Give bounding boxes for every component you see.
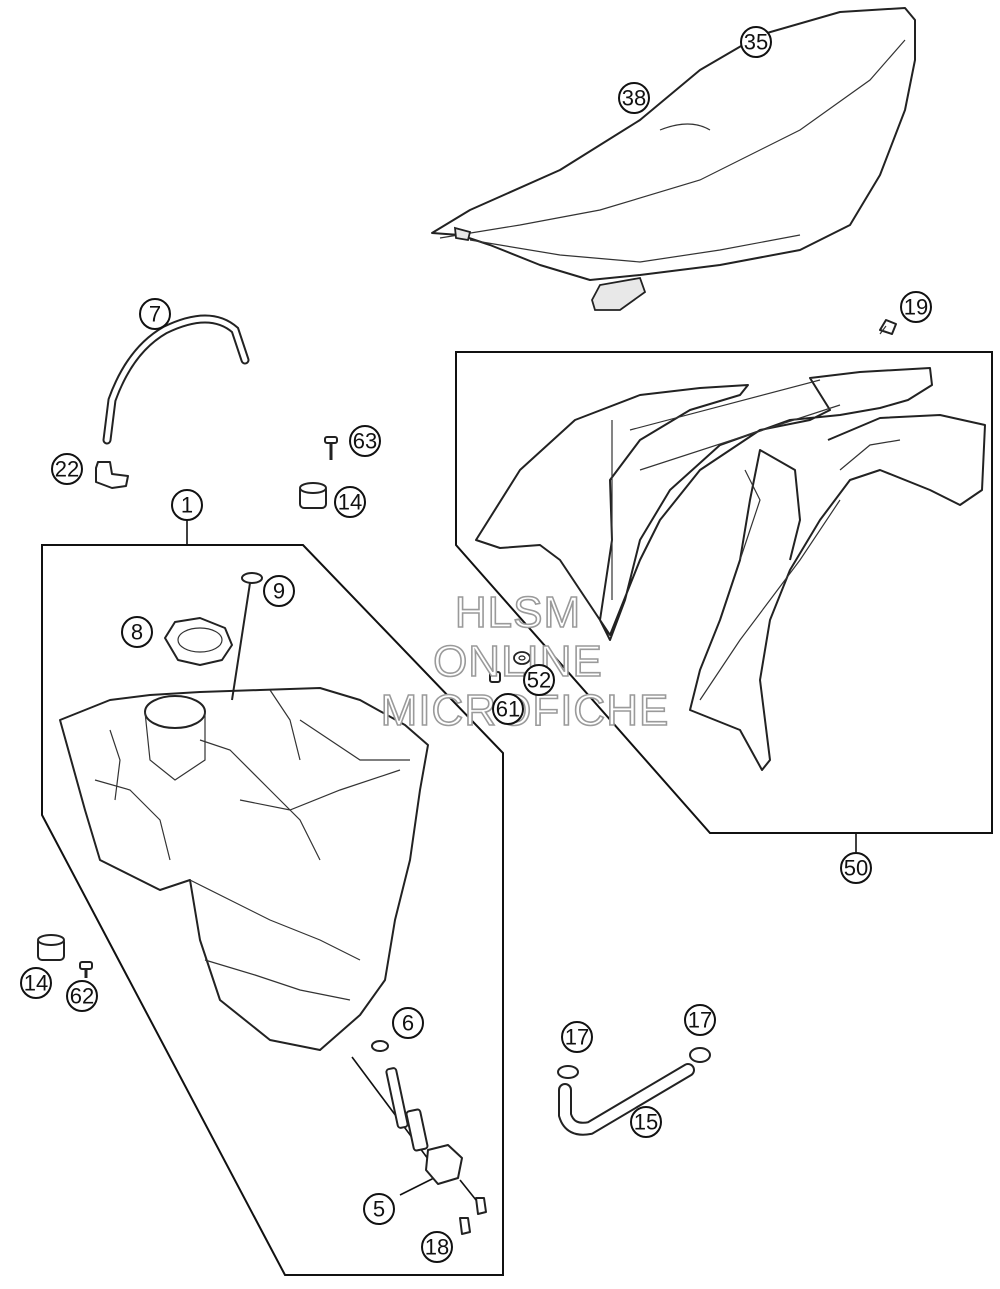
svg-text:6: 6 [402,1011,414,1036]
seat [431,7,916,311]
svg-text:52: 52 [527,668,551,693]
vent-valve [231,572,263,701]
svg-text:18: 18 [425,1235,449,1260]
rubber-bushing-14-lower [37,934,65,961]
screw-61 [489,671,501,683]
svg-text:14: 14 [338,490,362,515]
rubber-bushing-14 [299,482,327,509]
svg-text:17: 17 [565,1025,589,1050]
callout-22: 22 [51,453,83,485]
callout-35: 35 [740,26,772,58]
callout-6: 6 [392,1007,424,1039]
callout-50: 50 [840,852,872,884]
svg-text:63: 63 [353,429,377,454]
svg-text:17: 17 [688,1008,712,1033]
svg-text:15: 15 [634,1110,658,1135]
svg-text:1: 1 [181,493,193,518]
washer-52 [513,651,531,665]
watermark-line3: MICROFICHE [381,686,670,735]
svg-text:8: 8 [131,620,143,645]
screw-19 [879,319,897,335]
fuel-hose [102,314,250,445]
callout-52: 52 [523,664,555,696]
svg-text:22: 22 [55,457,79,482]
screw-62 [79,961,93,978]
callout-17-right: 17 [684,1004,716,1036]
callout-15: 15 [630,1106,662,1138]
fuel-tank [59,687,429,1051]
fuel-tank-frame [41,544,504,1276]
callout-19: 19 [900,291,932,323]
callout-17-left: 17 [561,1021,593,1053]
svg-text:14: 14 [24,971,48,996]
svg-text:7: 7 [149,302,161,327]
callout-8: 8 [121,616,153,648]
callout-9: 9 [263,575,295,607]
vent-hose [558,1063,695,1136]
svg-text:35: 35 [744,30,768,55]
callout-18: 18 [421,1231,453,1263]
radiator-shroud-right [689,414,986,771]
callout-14-lower: 14 [20,967,52,999]
o-ring [371,1040,389,1052]
fuel-tap [351,1056,487,1235]
fuel-cap [164,617,233,666]
svg-text:5: 5 [373,1197,385,1222]
screw-63 [324,436,338,460]
callout-7: 7 [139,298,171,330]
svg-text:50: 50 [844,856,868,881]
hose-clamp-left [557,1065,579,1079]
callout-38: 38 [618,82,650,114]
watermark-line1: HLSM [455,588,581,637]
svg-text:61: 61 [496,697,520,722]
callout-61: 61 [492,693,524,725]
callout-62: 62 [66,980,98,1012]
svg-text:9: 9 [273,579,285,604]
hose-clamp-right [689,1047,711,1063]
callout-1: 1 [171,489,203,521]
radiator-shroud-left [475,367,933,641]
svg-text:19: 19 [904,295,928,320]
callout-63: 63 [349,425,381,457]
shroud-frame [455,351,993,834]
watermark-line2: ONLINE [433,637,603,686]
svg-text:38: 38 [622,86,646,111]
callout-14: 14 [334,486,366,518]
elbow-fitting [95,461,129,489]
svg-text:62: 62 [70,984,94,1009]
callout-5: 5 [363,1193,395,1225]
